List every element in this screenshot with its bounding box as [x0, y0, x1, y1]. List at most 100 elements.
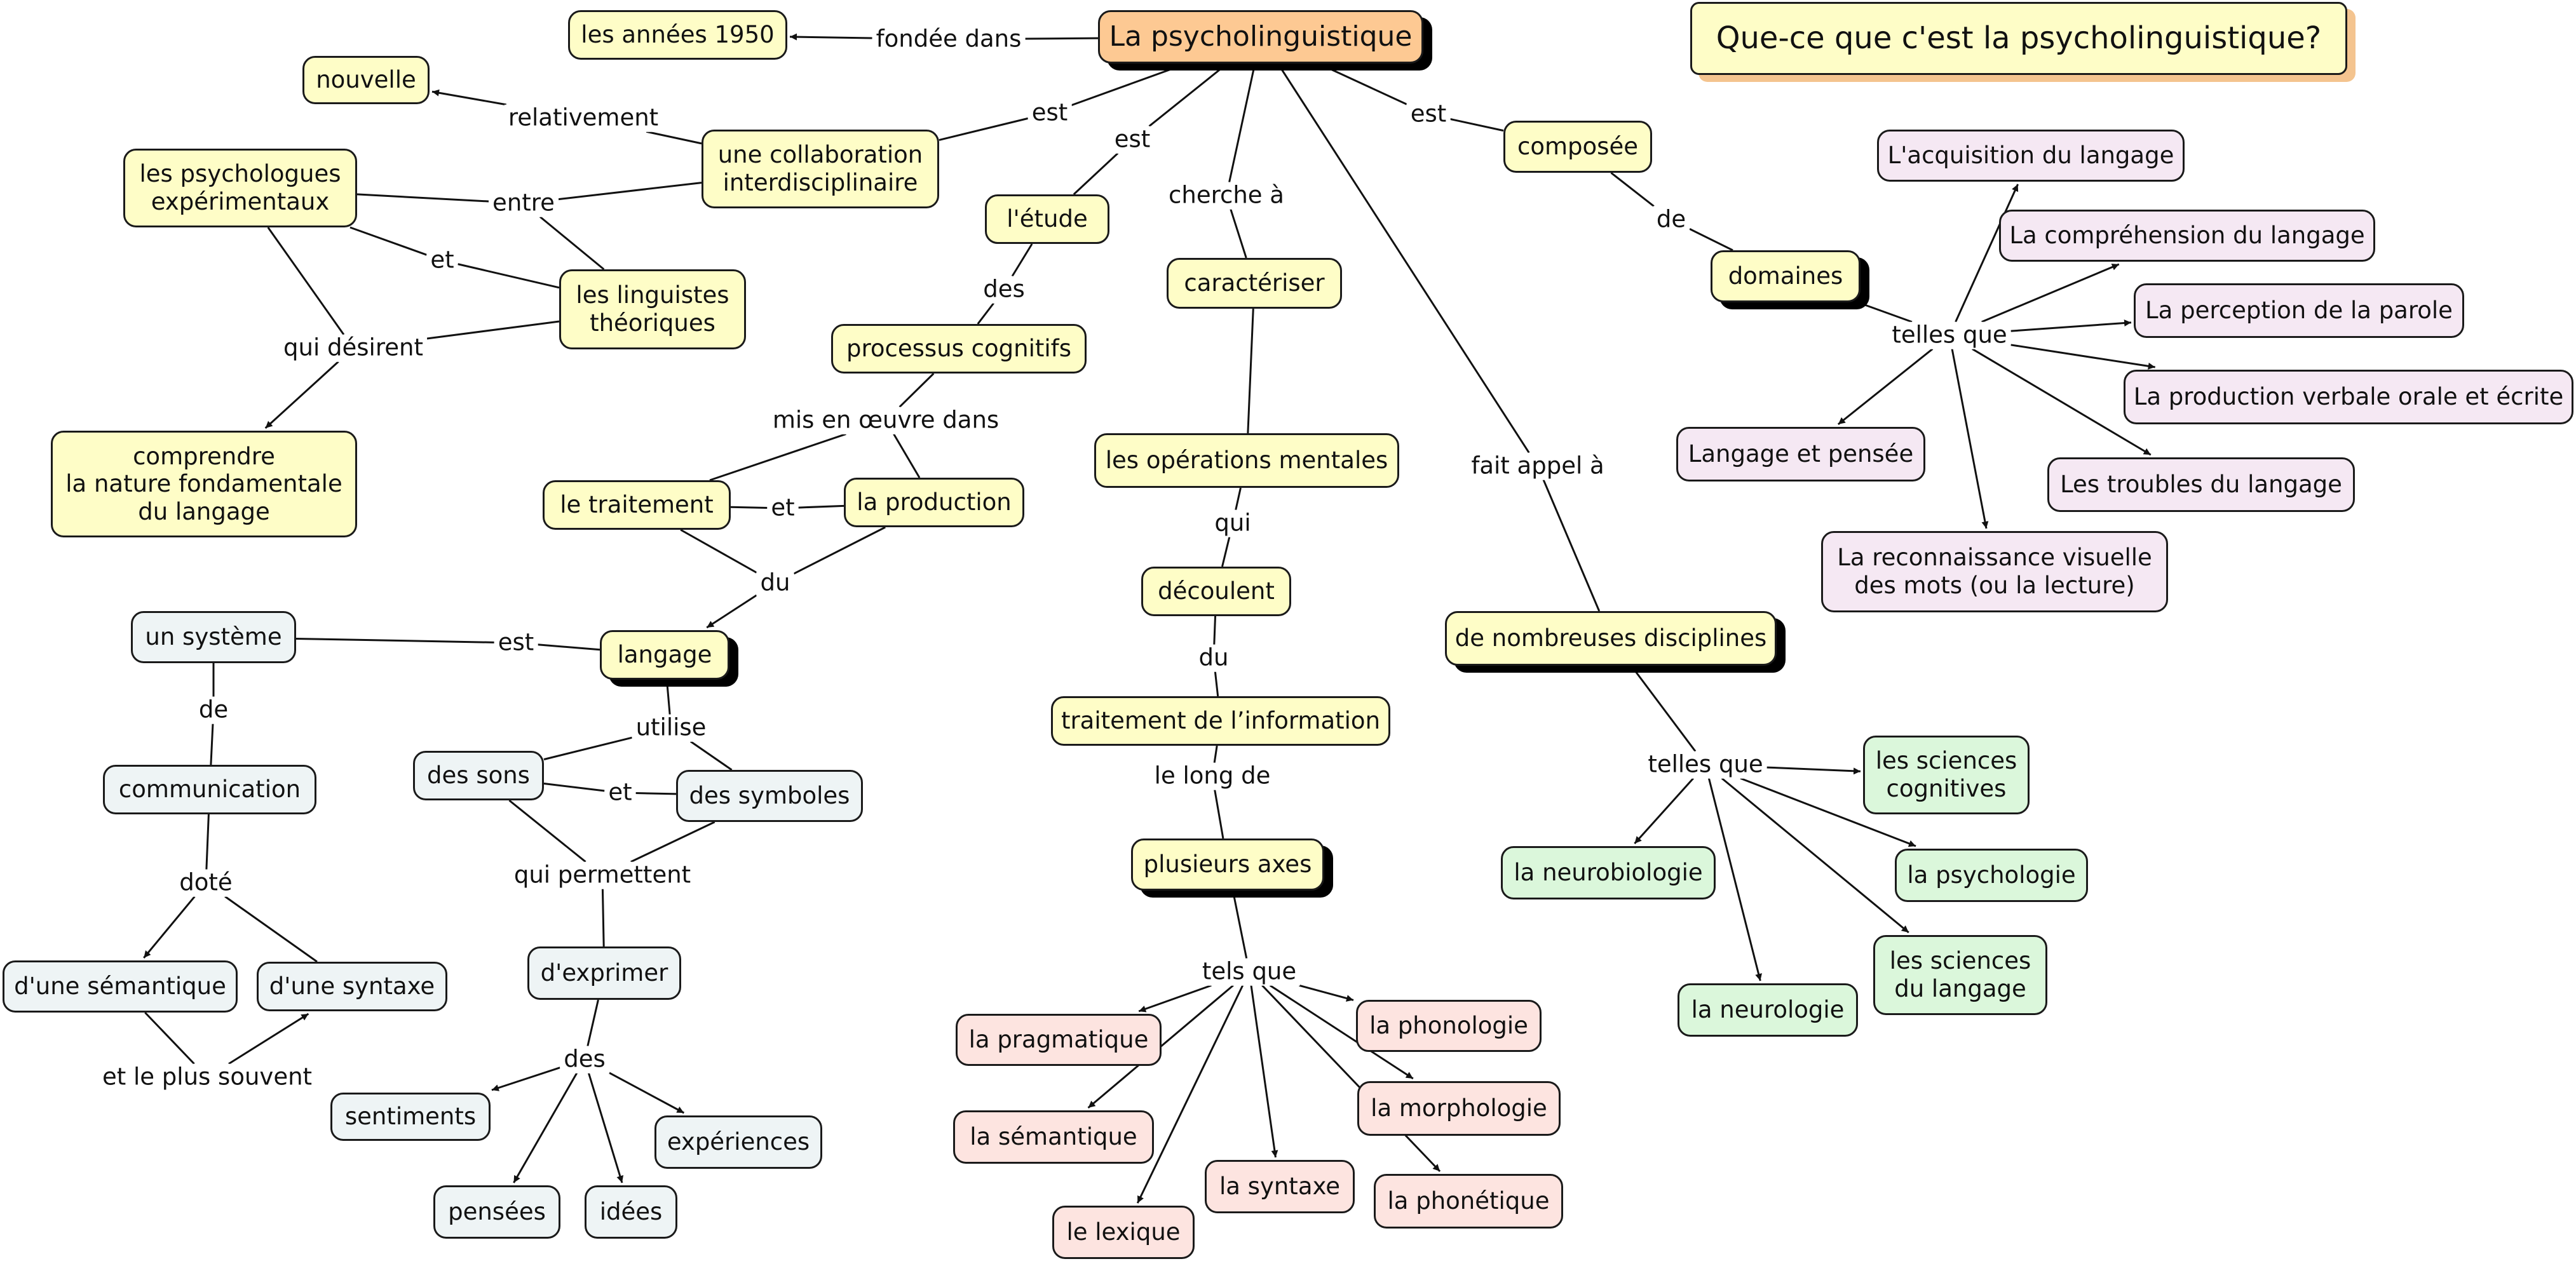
connector-misenoeuvre-traitement [709, 433, 846, 481]
connector-et2-production [798, 504, 844, 509]
concept-operations-mentales[interactable]: les opérations mentales [1094, 433, 1399, 488]
connector-telsque-lexique [1136, 985, 1244, 1204]
link-entre: entre [489, 189, 559, 217]
connector-tellesque2-neurologie [1707, 778, 1762, 981]
connector-processus-misenoeuvre [898, 372, 935, 408]
link-cherche-a: cherche à [1165, 182, 1288, 210]
concept-linguistes[interactable]: les linguistes théoriques [559, 269, 746, 349]
connector-est1-collab [939, 117, 1029, 141]
concept-plusieurs-axes[interactable]: plusieurs axes [1131, 838, 1324, 891]
concept-langage[interactable]: langage [600, 630, 729, 680]
concept-acquisition[interactable]: L'acquisition du langage [1877, 130, 2185, 182]
connector-tellesque1-pensee [1837, 348, 1934, 426]
concept-production[interactable]: la production [844, 478, 1024, 527]
link-et-le-plus-souvent: et le plus souvent [98, 1063, 316, 1091]
connector-du1-langage [706, 594, 757, 629]
link-du: du [1195, 644, 1233, 672]
connector-quipermettent-exprimer [601, 889, 605, 947]
connector-semantique-etplus [144, 1011, 195, 1065]
concept-systeme[interactable]: un système [131, 611, 296, 663]
concept-collaboration[interactable]: une collaboration interdisciplinaire [702, 130, 939, 208]
concept-decoulent[interactable]: découlent [1141, 567, 1291, 616]
concept-communication[interactable]: communication [103, 765, 316, 814]
concept-domaines[interactable]: domaines [1711, 250, 1861, 302]
concept-neurobiologie[interactable]: la neurobiologie [1501, 846, 1716, 899]
link-des: des [560, 1046, 609, 1074]
connector-traitement-et2 [730, 506, 768, 509]
concept-etude[interactable]: l'étude [985, 194, 1109, 244]
concept-comprendre[interactable]: comprendre la nature fondamentale du lan… [51, 431, 357, 537]
connector-tellesque1-comprehension [1981, 263, 2120, 323]
concept-nouvelle[interactable]: nouvelle [302, 56, 430, 104]
concept-pragmatique[interactable]: la pragmatique [956, 1014, 1162, 1066]
link-fondee-dans: fondée dans [872, 25, 1026, 53]
concept-symboles[interactable]: des symboles [676, 770, 863, 822]
link-relativement: relativement [504, 104, 663, 132]
connector-tellesque1-acquisition [1955, 184, 2019, 323]
concept-processus-cognitifs[interactable]: processus cognitifs [831, 324, 1087, 374]
concept-langage-et-pensee[interactable]: Langage et pensée [1676, 427, 1925, 481]
concept-morphologie[interactable]: la morphologie [1357, 1081, 1561, 1136]
connector-tellesque1-perception [2010, 320, 2132, 332]
concept-perception[interactable]: La perception de la parole [2134, 283, 2464, 338]
connector-linguistes-quidesirent [426, 320, 560, 340]
connector-quidesirent-comprendre [264, 361, 339, 429]
concept-psychologie[interactable]: la psychologie [1895, 849, 2088, 902]
concept-phonetique[interactable]: la phonétique [1374, 1174, 1563, 1229]
connector-domaines-tellesque1 [1857, 301, 1913, 323]
connector-symboles-quipermettent [630, 821, 715, 863]
concept-la-semantique[interactable]: la sémantique [953, 1110, 1154, 1164]
connector-psychologues-et1 [349, 226, 427, 256]
connector-etude-des1 [1011, 243, 1033, 277]
concept-root[interactable]: La psycholinguistique [1098, 10, 1423, 64]
connector-telsque-phonetique [1261, 985, 1441, 1173]
connector-root-est3 [1318, 62, 1407, 105]
connector-collab-relativement [646, 130, 702, 145]
concept-sciences-du-langage[interactable]: les sciences du langage [1873, 935, 2047, 1015]
connector-caracteriser-operations [1247, 308, 1254, 434]
link-des: des [979, 276, 1029, 304]
concept-psychologues[interactable]: les psychologues expérimentaux [123, 149, 357, 227]
connector-traitinfo-lelong [1213, 745, 1218, 763]
connector-tellesque1-reconnaissance [1951, 348, 1989, 529]
connector-langage-est4 [538, 643, 600, 651]
link-telles-que: telles que [1888, 321, 2011, 349]
concept-composee[interactable]: composée [1503, 121, 1652, 173]
concept-idees[interactable]: idées [585, 1185, 677, 1239]
connector-telsque-morphologie [1269, 985, 1414, 1080]
concept-lexique[interactable]: le lexique [1052, 1206, 1195, 1259]
connector-root-est2 [1148, 62, 1228, 127]
concept-sentiments[interactable]: sentiments [330, 1093, 491, 1141]
concept-sons[interactable]: des sons [413, 751, 544, 800]
concept-disciplines[interactable]: de nombreuses disciplines [1445, 611, 1777, 666]
concept-sciences-cognitives[interactable]: les sciences cognitives [1863, 736, 2030, 814]
connector-entre-psychologues [356, 193, 489, 203]
concept-traitement-information[interactable]: traitement de l’information [1051, 696, 1390, 746]
concept-troubles[interactable]: Les troubles du langage [2047, 457, 2355, 512]
connector-operations-qui [1235, 487, 1242, 511]
concept-traitement[interactable]: le traitement [543, 480, 731, 530]
concept-syntaxe[interactable]: d'une syntaxe [257, 962, 447, 1011]
concept-experiences[interactable]: expériences [654, 1115, 822, 1169]
connector-sons-quipermettent [508, 799, 586, 863]
concept-neurologie[interactable]: la neurologie [1678, 983, 1858, 1037]
connector-qui-decoulent [1221, 536, 1231, 567]
concept-annees-1950[interactable]: les années 1950 [568, 10, 787, 60]
concept-reconnaissance[interactable]: La reconnaissance visuelle des mots (ou … [1821, 531, 2168, 612]
concept-phonologie[interactable]: la phonologie [1356, 1000, 1542, 1052]
link-fait-appel-a: fait appel à [1467, 452, 1608, 480]
link-tels-que: tels que [1198, 958, 1301, 986]
concept-comprehension[interactable]: La compréhension du langage [1999, 210, 2375, 262]
link-est: est [1406, 100, 1451, 128]
connector-des1-processus [977, 302, 994, 325]
concept-la-syntaxe[interactable]: la syntaxe [1205, 1160, 1355, 1213]
concept-exprimer[interactable]: d'exprimer [527, 946, 681, 1000]
link-est: est [1027, 99, 1072, 127]
concept-pensees[interactable]: pensées [433, 1185, 560, 1239]
concept-caracteriser[interactable]: caractériser [1167, 258, 1342, 309]
link-dote: doté [175, 869, 236, 897]
connector-des2-pensees [513, 1072, 578, 1183]
connector-telsque-phonologie [1299, 984, 1354, 1002]
concept-production-verbale[interactable]: La production verbale orale et écrite [2124, 370, 2573, 424]
concept-semantique[interactable]: d'une sémantique [3, 960, 238, 1013]
